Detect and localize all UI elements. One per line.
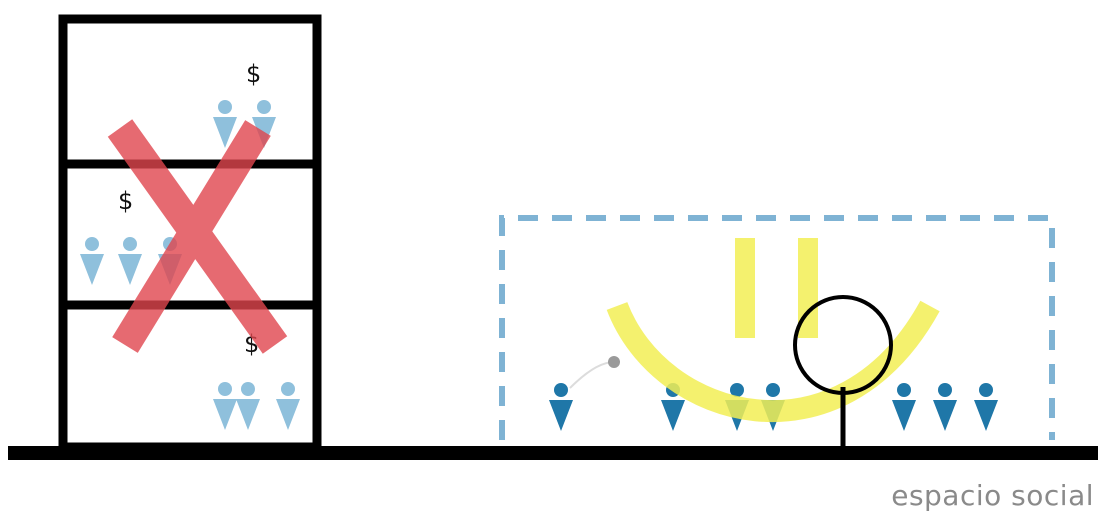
person-icon bbox=[276, 382, 300, 430]
ball-icon bbox=[608, 356, 620, 368]
person-icon bbox=[80, 237, 104, 285]
dollar-sign-top-floor: $ bbox=[246, 60, 261, 88]
social-space bbox=[502, 218, 1052, 447]
person-icon bbox=[974, 383, 998, 431]
person-icon bbox=[118, 237, 142, 285]
caption-label: espacio social bbox=[891, 479, 1094, 512]
smiley-left-eye bbox=[735, 238, 755, 338]
person-icon bbox=[213, 382, 237, 430]
tree-canopy bbox=[795, 297, 891, 393]
person-icon bbox=[549, 383, 573, 431]
person-icon bbox=[933, 383, 957, 431]
dollar-sign-middle-floor: $ bbox=[118, 187, 133, 215]
person-icon bbox=[892, 383, 916, 431]
ball-trajectory bbox=[570, 362, 614, 388]
person-icon bbox=[236, 382, 260, 430]
